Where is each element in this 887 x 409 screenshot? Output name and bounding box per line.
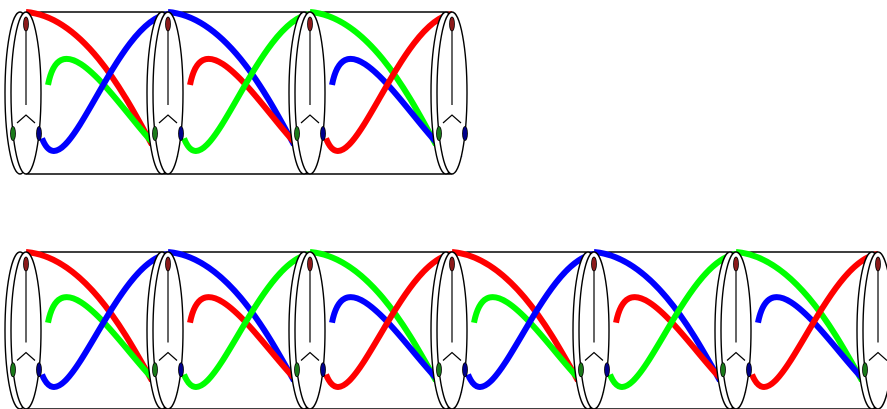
disk-chevron	[442, 351, 462, 361]
bottom-right-marker	[36, 126, 42, 141]
braid-strand	[25, 9, 155, 147]
bottom-left-marker	[152, 126, 158, 141]
bottom-right-marker	[178, 362, 184, 378]
braid-strand	[167, 9, 297, 147]
braid-strand	[181, 251, 311, 390]
bottom-right-marker	[746, 362, 752, 378]
disk-chevron	[16, 114, 36, 124]
braid-strand	[451, 249, 581, 383]
bottom-left-marker	[436, 362, 442, 378]
bottom-left-marker	[10, 126, 16, 141]
top-marker	[165, 256, 171, 272]
braid-strand	[749, 251, 879, 390]
cross-section-disk	[288, 251, 326, 409]
top-marker	[591, 256, 597, 272]
bottom-left-marker	[294, 362, 300, 378]
cross-section-disk	[430, 251, 468, 409]
top-marker	[165, 16, 171, 32]
cross-section-disk	[146, 251, 184, 409]
cross-section-disk	[714, 251, 752, 409]
braid-strand	[181, 11, 311, 154]
cross-section-disk	[4, 251, 42, 409]
top-marker	[23, 16, 29, 32]
top-marker	[733, 256, 739, 272]
top-marker	[307, 256, 313, 272]
braid-strand	[167, 249, 297, 383]
cross-section-disk	[430, 11, 468, 175]
disk-chevron	[158, 351, 178, 361]
cross-section-disk	[856, 251, 887, 409]
disk-chevron	[584, 351, 604, 361]
braid-strand	[39, 11, 169, 154]
braid-strand	[593, 249, 723, 383]
bottom-right-marker	[320, 126, 326, 141]
bottom-left-marker	[578, 362, 584, 378]
braid-strand	[323, 11, 453, 154]
bottom-right-marker	[36, 362, 42, 378]
bottom-right-marker	[320, 362, 326, 378]
bottom-left-marker	[720, 362, 726, 378]
disk-chevron	[300, 351, 320, 361]
braid-strand	[25, 249, 155, 383]
bottom-right-marker	[462, 362, 468, 378]
bottom-right-marker	[604, 362, 610, 378]
disk-chevron	[442, 114, 462, 124]
braid-strand	[39, 251, 169, 390]
disk-front-edge	[862, 251, 887, 409]
cross-section-disk	[572, 251, 610, 409]
top-marker	[449, 16, 455, 32]
bottom-left-marker	[152, 362, 158, 378]
disk-chevron	[158, 114, 178, 124]
disk-chevron	[868, 351, 887, 361]
disk-chevron	[726, 351, 746, 361]
braid-strand	[309, 9, 439, 147]
bottom-left-marker	[294, 126, 300, 141]
bottom-left-marker	[10, 362, 16, 378]
top-marker	[307, 16, 313, 32]
bottom-right-marker	[178, 126, 184, 141]
braid-strand	[309, 249, 439, 383]
braid-strand	[607, 251, 737, 390]
top-marker	[23, 256, 29, 272]
disk-chevron	[300, 114, 320, 124]
braid-strand	[465, 251, 595, 390]
top-marker	[449, 256, 455, 272]
bottom-left-marker	[436, 126, 442, 141]
disk-chevron	[16, 351, 36, 361]
braid-strand	[735, 249, 865, 383]
bottom-left-marker	[862, 362, 868, 378]
top-marker	[875, 256, 881, 272]
cross-section-disk	[146, 11, 184, 175]
braid-strand	[323, 251, 453, 390]
bottom-braid-cylinder	[4, 249, 887, 409]
cross-section-disk	[4, 11, 42, 175]
cross-section-disk	[288, 11, 326, 175]
bottom-right-marker	[462, 126, 468, 141]
top-braid-cylinder	[4, 9, 468, 175]
